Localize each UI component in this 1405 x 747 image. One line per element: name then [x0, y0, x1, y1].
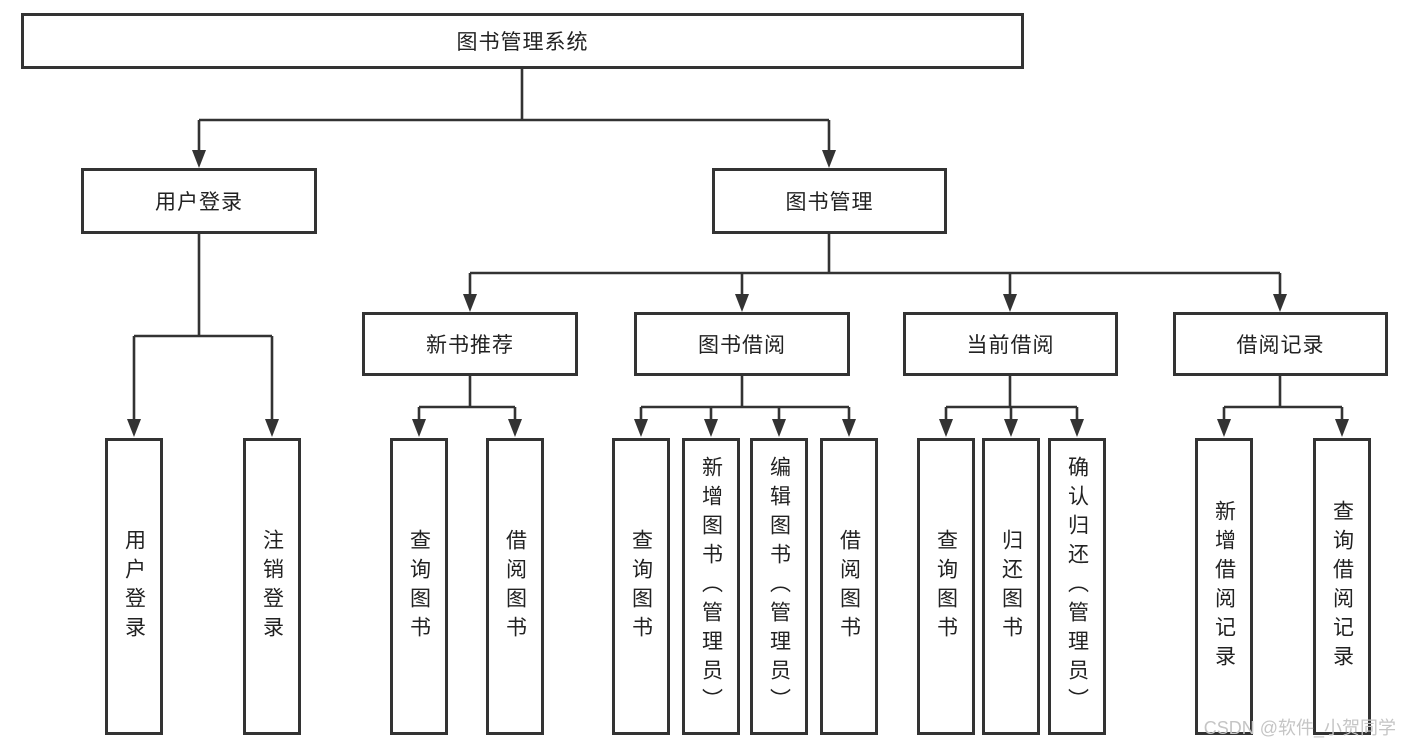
arrowhead	[192, 150, 206, 168]
connector-current-borrow	[944, 376, 1079, 421]
arrowhead	[463, 294, 477, 312]
connector-borrow-records	[1222, 376, 1344, 421]
leaf-borrow-add-books-admin: 新增图书（管理员）	[682, 438, 740, 735]
leaf-records-add-record-label: 新增借阅记录	[1212, 499, 1236, 674]
node-book-management-label: 图书管理	[785, 191, 874, 214]
connector-user-login	[132, 234, 274, 420]
leaf-current-return-books: 归还图书	[982, 438, 1040, 735]
connector-book-borrow	[639, 376, 851, 421]
arrowhead	[1004, 419, 1018, 437]
leaf-current-confirm-return-admin-label: 确认归还（管理员）	[1065, 456, 1089, 717]
leaf-borrow-borrow-books-label: 借阅图书	[837, 528, 861, 645]
leaf-current-return-books-label: 归还图书	[999, 528, 1023, 645]
arrowhead	[1335, 419, 1349, 437]
arrowhead	[704, 419, 718, 437]
leaf-borrow-query-books-label: 查询图书	[629, 528, 653, 645]
leaf-logout-label: 注销登录	[260, 528, 284, 645]
leaf-recommend-query-books: 查询图书	[390, 438, 448, 735]
node-borrow-records: 借阅记录	[1173, 312, 1388, 376]
leaf-current-query-books-label: 查询图书	[934, 528, 958, 645]
arrowhead	[508, 419, 522, 437]
node-book-management: 图书管理	[712, 168, 947, 234]
leaf-borrow-edit-books-admin: 编辑图书（管理员）	[750, 438, 808, 735]
arrowhead	[1217, 419, 1231, 437]
node-user-login: 用户登录	[81, 168, 317, 234]
leaf-current-query-books: 查询图书	[917, 438, 975, 735]
arrowhead	[1003, 294, 1017, 312]
arrowhead	[412, 419, 426, 437]
leaf-user-login: 用户登录	[105, 438, 163, 735]
leaf-borrow-add-books-admin-label: 新增图书（管理员）	[699, 456, 723, 717]
connector-root	[197, 69, 831, 152]
leaf-records-add-record: 新增借阅记录	[1195, 438, 1253, 735]
arrowhead	[822, 150, 836, 168]
leaf-records-query-record-label: 查询借阅记录	[1330, 499, 1354, 674]
node-book-borrow: 图书借阅	[634, 312, 850, 376]
arrowhead	[1070, 419, 1084, 437]
node-new-book-recommend-label: 新书推荐	[426, 334, 514, 357]
arrowhead	[1273, 294, 1287, 312]
node-root-label: 图书管理系统	[456, 31, 589, 54]
arrowhead	[772, 419, 786, 437]
leaf-logout: 注销登录	[243, 438, 301, 735]
node-root: 图书管理系统	[21, 13, 1024, 69]
leaf-borrow-query-books: 查询图书	[612, 438, 670, 735]
connector-new-book-recommend	[417, 376, 517, 421]
arrowhead	[735, 294, 749, 312]
node-current-borrow: 当前借阅	[903, 312, 1118, 376]
leaf-user-login-label: 用户登录	[122, 528, 146, 645]
node-user-login-label: 用户登录	[155, 191, 243, 214]
leaf-recommend-query-books-label: 查询图书	[407, 528, 431, 645]
leaf-borrow-borrow-books: 借阅图书	[820, 438, 878, 735]
leaf-records-query-record: 查询借阅记录	[1313, 438, 1371, 735]
leaf-borrow-edit-books-admin-label: 编辑图书（管理员）	[767, 456, 791, 717]
node-borrow-records-label: 借阅记录	[1236, 334, 1325, 357]
leaf-recommend-borrow-books: 借阅图书	[486, 438, 544, 735]
arrowhead	[842, 419, 856, 437]
csdn-watermark: CSDN @软件_小贺同学	[1203, 718, 1396, 738]
arrowhead	[634, 419, 648, 437]
connector-book-management	[468, 234, 1282, 296]
leaf-current-confirm-return-admin: 确认归还（管理员）	[1048, 438, 1106, 735]
arrowhead	[127, 419, 141, 437]
arrowhead	[265, 419, 279, 437]
arrowhead	[939, 419, 953, 437]
node-new-book-recommend: 新书推荐	[362, 312, 578, 376]
node-book-borrow-label: 图书借阅	[698, 334, 786, 357]
leaf-recommend-borrow-books-label: 借阅图书	[503, 528, 527, 645]
node-current-borrow-label: 当前借阅	[966, 334, 1055, 357]
